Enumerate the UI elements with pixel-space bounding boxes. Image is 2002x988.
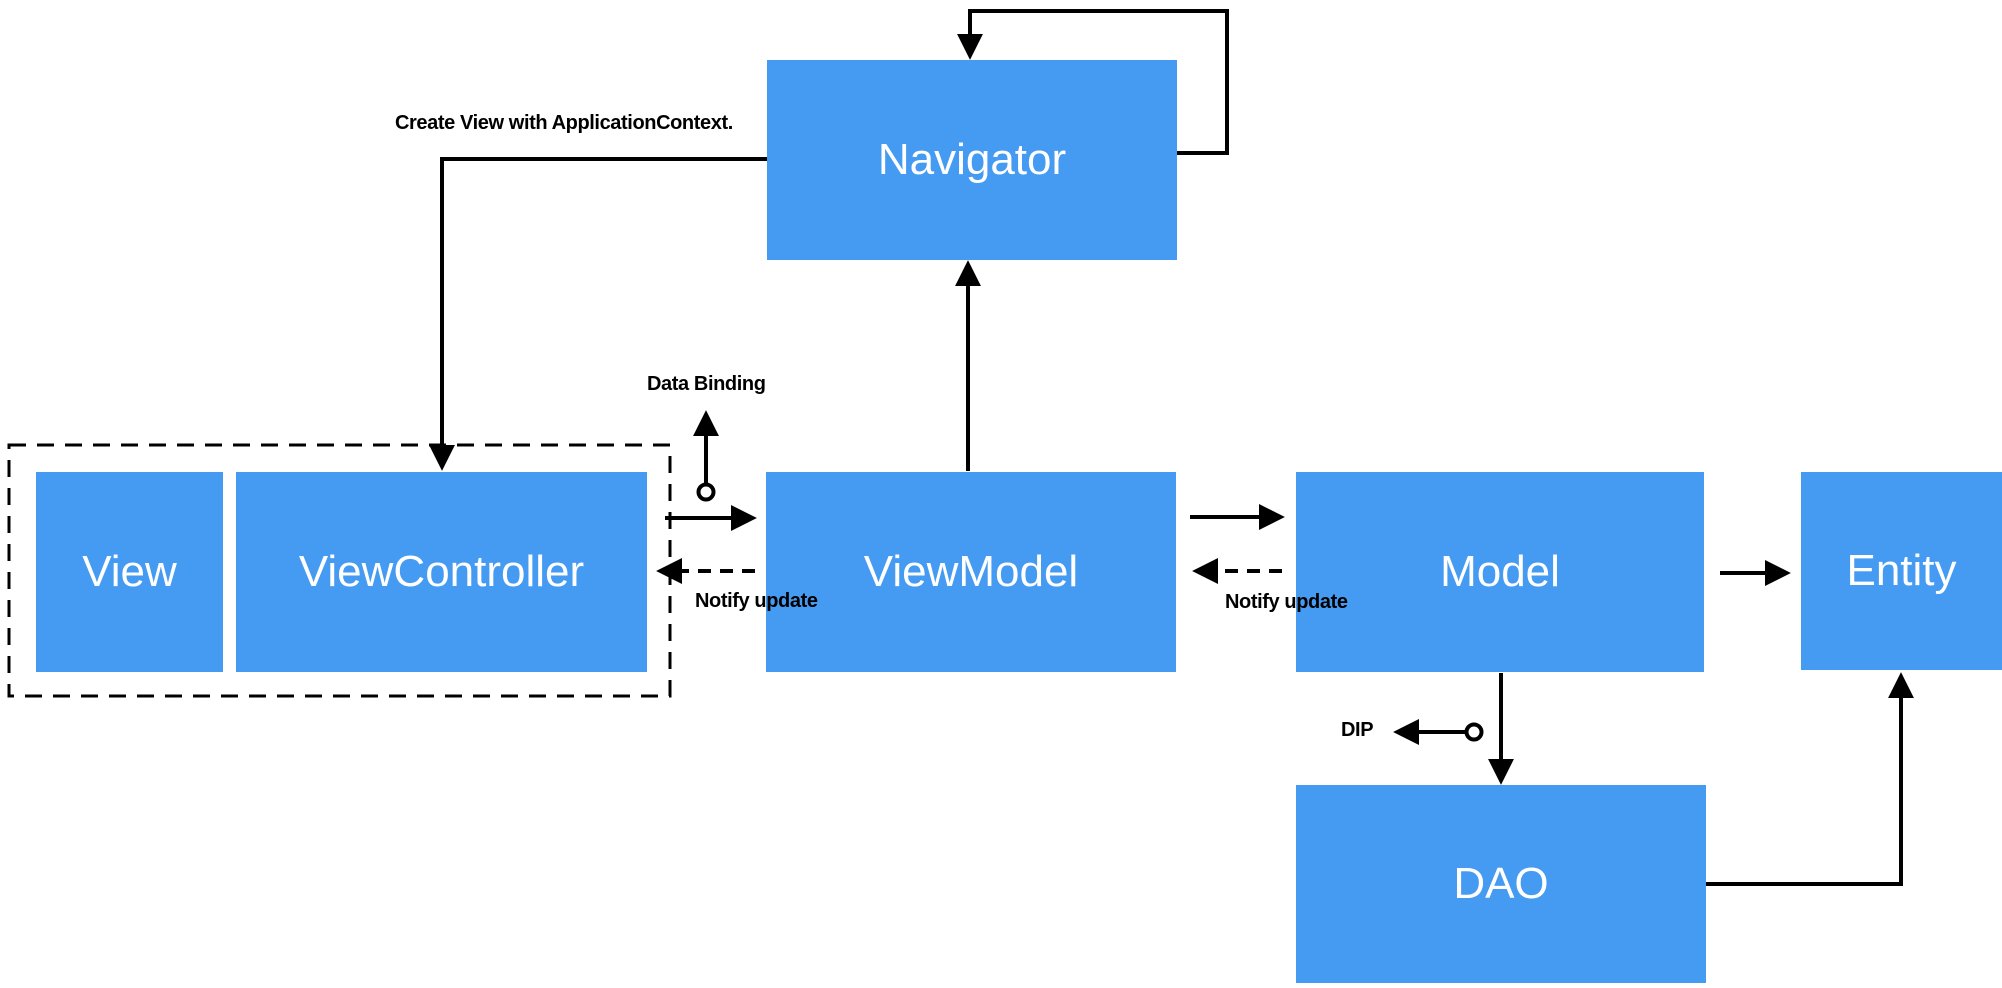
node-view: View [36, 472, 223, 672]
node-viewmodel: ViewModel [766, 472, 1176, 672]
node-viewcontroller: ViewController [236, 472, 647, 672]
create-view-label: Create View with ApplicationContext. [395, 112, 733, 134]
node-navigator: Navigator [767, 60, 1177, 260]
edge-dao-to-entity-arrow [1706, 672, 1914, 886]
data-binding-label: Data Binding [647, 373, 766, 395]
data-binding-lollipop-circle [696, 482, 716, 502]
node-viewcontroller-label: ViewController [298, 547, 585, 596]
node-entity: Entity [1801, 472, 2002, 670]
node-viewmodel-label: ViewModel [863, 547, 1079, 596]
node-model-label: Model [1440, 547, 1560, 596]
notify-update-left-label: Notify update [695, 590, 818, 612]
dip-label: DIP [1341, 719, 1374, 741]
node-model: Model [1296, 472, 1704, 672]
notify-update-right-label: Notify update [1225, 591, 1348, 613]
node-navigator-label: Navigator [877, 135, 1067, 184]
node-view-label: View [82, 547, 177, 596]
dip-lollipop-circle [1464, 722, 1484, 742]
node-dao-label: DAO [1453, 859, 1549, 908]
edge-navigator-to-viewcontroller-arrow [429, 157, 767, 471]
node-entity-label: Entity [1846, 546, 1957, 595]
node-dao: DAO [1296, 785, 1706, 983]
